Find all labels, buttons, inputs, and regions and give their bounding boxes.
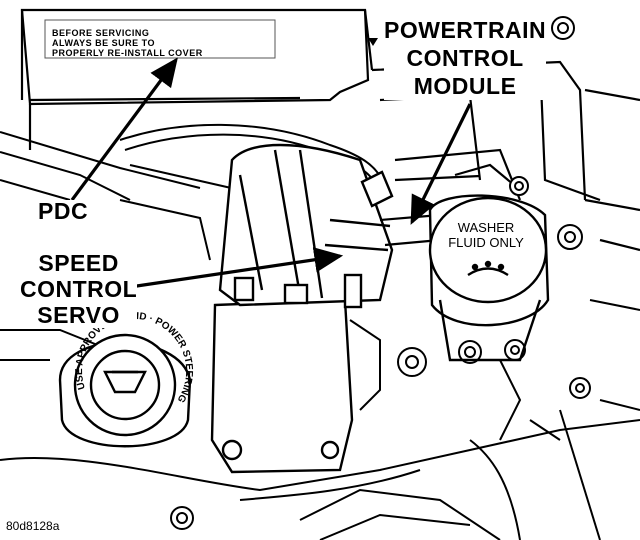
pcm-arrow: [410, 103, 472, 225]
washer-cap-text: WASHER FLUID ONLY: [448, 220, 524, 250]
pdc-box: [20, 8, 374, 150]
pcm-pointer-icon: [368, 38, 378, 46]
label-speed-control-servo: SPEED CONTROL SERVO: [20, 250, 138, 328]
label-powertrain-control-module: POWERTRAIN CONTROL MODULE: [384, 16, 547, 100]
pdc-arrow: [70, 57, 178, 201]
servo-arrow: [129, 247, 344, 289]
pdc-cover-notice: BEFORE SERVICING ALWAYS BE SURE TO PROPE…: [52, 28, 203, 58]
bolts: [170, 16, 591, 530]
washer-cap: [428, 194, 550, 362]
power-steering-cap: [58, 333, 192, 448]
label-pdc: PDC: [38, 198, 89, 224]
figure-code: 80d8128a: [6, 519, 60, 533]
lower-chassis: [0, 299, 640, 540]
speed-control-servo: [210, 143, 394, 474]
frame-lines: [0, 131, 241, 361]
leader-arrows: [70, 57, 472, 289]
